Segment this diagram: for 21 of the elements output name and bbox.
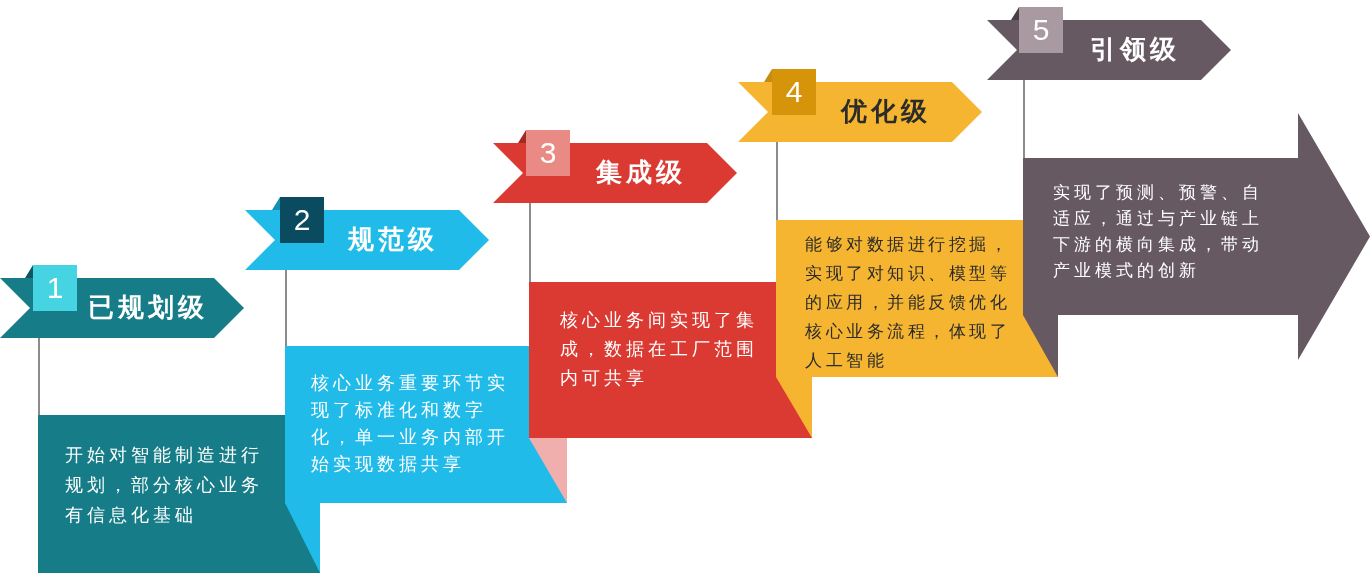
arrow-panel bbox=[1023, 113, 1370, 360]
connector-line bbox=[529, 202, 531, 283]
level-title: 规范级 bbox=[348, 224, 438, 256]
ribbon-banner bbox=[245, 210, 489, 270]
connector-line bbox=[1023, 79, 1025, 159]
description-text: 核心业务重要环节实现了标准化和数字化，单一业务内部开始实现数据共享 bbox=[311, 371, 510, 476]
connector-line bbox=[38, 337, 40, 416]
description-text: 核心业务间实现了集成，数据在工厂范围内可共享 bbox=[560, 308, 759, 390]
ribbon-banner bbox=[493, 143, 737, 203]
level-title: 集成级 bbox=[596, 157, 686, 189]
description-text: 能够对数据进行挖掘，实现了对知识、模型等的应用，并能反馈优化核心业务流程，体现了人工智能 bbox=[805, 233, 1011, 372]
connector-line bbox=[776, 141, 778, 221]
description-text: 开始对智能制造进行规划，部分核心业务有信息化基础 bbox=[65, 443, 264, 527]
ribbon-banner bbox=[0, 278, 244, 338]
ribbon-banner bbox=[987, 20, 1231, 80]
level-title: 已规划级 bbox=[88, 292, 208, 324]
level-title: 优化级 bbox=[841, 96, 931, 128]
ribbon-banner bbox=[738, 82, 982, 142]
description-text: 实现了预测、预警、自适应，通过与产业链上下游的横向集成，带动产业模式的创新 bbox=[1053, 181, 1264, 282]
level-title: 引领级 bbox=[1090, 34, 1180, 66]
connector-line bbox=[285, 269, 287, 347]
